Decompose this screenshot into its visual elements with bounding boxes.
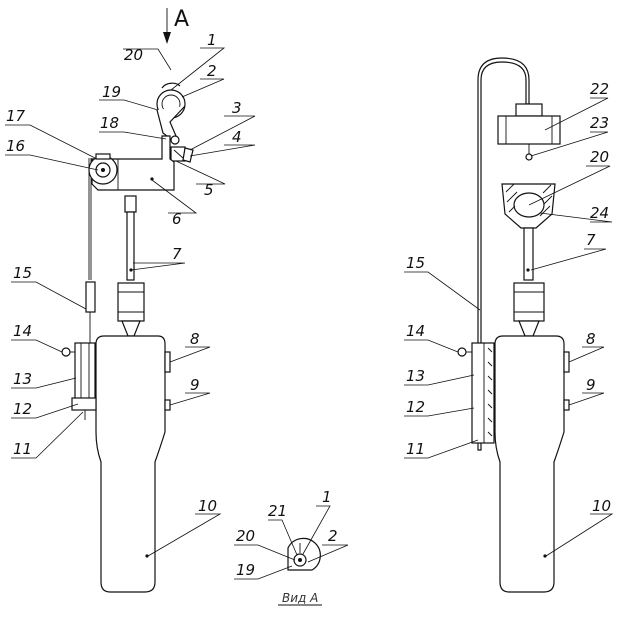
- view-a-callout-21: 21: [268, 502, 287, 520]
- callout-19: 19: [102, 83, 121, 101]
- right-callout-15: 15: [406, 254, 425, 272]
- cup: [501, 183, 556, 229]
- right-callout-7: 7: [586, 231, 596, 249]
- handle-body: [95, 335, 171, 593]
- right-callout-22: 22: [590, 80, 609, 98]
- view-arrow-a: A: [163, 7, 189, 44]
- rod: [124, 195, 137, 281]
- view-marker-label: A: [174, 7, 189, 32]
- clamp-head: [156, 82, 186, 145]
- cap: [497, 103, 561, 161]
- view-a-detail: 21 1 20 2 19 Вид А: [234, 488, 349, 606]
- callout-14: 14: [13, 322, 32, 340]
- callout-15: 15: [13, 264, 32, 282]
- callout-7: 7: [172, 245, 182, 263]
- left-callout-labels: 20 1 2 19 18 3 4 17 16 5 6 7 15 14 8 13 …: [6, 31, 242, 515]
- right-callout-14: 14: [406, 322, 425, 340]
- callout-9: 9: [190, 376, 200, 394]
- right-leader-lines: [404, 97, 614, 557]
- right-callout-9: 9: [586, 376, 596, 394]
- callout-2: 2: [207, 62, 217, 80]
- side-rack: [61, 281, 97, 420]
- left-leader-lines: [5, 47, 256, 557]
- right-callout-11: 11: [406, 440, 425, 458]
- side-rack-right: [457, 342, 495, 444]
- callout-3: 3: [232, 99, 242, 117]
- callout-12: 12: [13, 400, 32, 418]
- view-a-callout-19: 19: [236, 561, 255, 579]
- view-a-callout-2: 2: [328, 527, 338, 545]
- callout-13: 13: [13, 370, 32, 388]
- callout-8: 8: [190, 330, 200, 348]
- right-callout-labels: 22 23 20 24 7 15 14 8 13 9 12 11 10: [406, 80, 611, 515]
- callout-17: 17: [6, 107, 26, 125]
- callout-6: 6: [172, 210, 182, 228]
- handle-body-right: [494, 335, 570, 593]
- right-callout-23: 23: [590, 114, 609, 132]
- view-a-callout-20: 20: [236, 527, 255, 545]
- left-assembly-view: A: [5, 7, 256, 593]
- right-callout-10: 10: [592, 497, 611, 515]
- callout-18: 18: [100, 114, 119, 132]
- callout-20: 20: [124, 46, 143, 64]
- right-callout-13: 13: [406, 367, 425, 385]
- callout-4: 4: [232, 128, 242, 146]
- callout-16: 16: [6, 137, 25, 155]
- view-a-caption: Вид А: [282, 591, 318, 605]
- pulley: [88, 153, 118, 185]
- callout-11: 11: [13, 440, 32, 458]
- right-callout-8: 8: [586, 330, 596, 348]
- right-callout-24: 24: [590, 204, 609, 222]
- callout-1: 1: [207, 31, 217, 49]
- right-callout-12: 12: [406, 398, 425, 416]
- right-callout-20: 20: [590, 148, 609, 166]
- chuck-right: [513, 282, 545, 337]
- view-a-callout-1: 1: [322, 488, 332, 506]
- callout-10: 10: [198, 497, 217, 515]
- chuck: [117, 282, 145, 337]
- lever-part: [170, 146, 194, 163]
- right-assembly-view: 22 23 20 24 7 15 14 8 13 9 12 11 10: [404, 57, 614, 593]
- callout-5: 5: [204, 181, 214, 199]
- rod-right: [523, 227, 534, 281]
